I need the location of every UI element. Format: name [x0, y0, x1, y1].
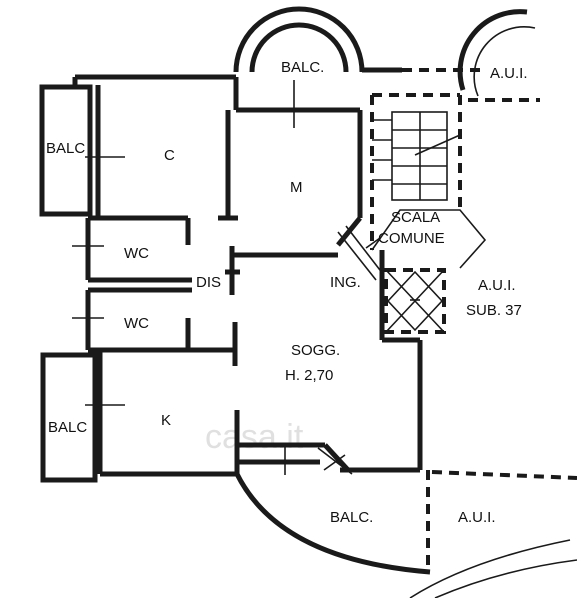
balcony-left-upper: [39, 84, 125, 217]
label-room-c: C: [164, 147, 175, 164]
common-staircase: [365, 93, 487, 269]
label-sogg-height: H. 2,70: [285, 367, 333, 384]
balcony-top-arc: [233, 6, 365, 128]
neighbour-balcony-bottom: [409, 539, 577, 598]
label-room-m: M: [290, 179, 303, 196]
watermark-text: casa.it: [205, 418, 304, 456]
label-wc-upper: WC: [124, 245, 149, 262]
label-scala-line1: SCALA: [391, 209, 440, 226]
label-room-k: K: [161, 412, 171, 429]
interior-walls: [72, 110, 338, 475]
label-ing: ING.: [330, 274, 361, 291]
neighbour-arc-top: [402, 9, 540, 102]
balcony-left-lower: [40, 352, 125, 483]
label-aui-sub-line2: SUB. 37: [466, 302, 522, 319]
balcony-bottom-arc: [234, 443, 577, 575]
outer-walls: [72, 67, 423, 477]
label-balc-top: BALC.: [281, 59, 324, 76]
label-balc-bottom: BALC.: [330, 509, 373, 526]
label-balc-left-lower: BALC: [48, 419, 87, 436]
label-aui-top: A.U.I.: [490, 65, 528, 82]
label-aui-bottom: A.U.I.: [458, 509, 496, 526]
label-balc-left-upper: BALC: [46, 140, 85, 157]
label-sogg-name: SOGG.: [291, 342, 340, 359]
label-aui-sub-line1: A.U.I.: [478, 277, 516, 294]
label-dis: DIS: [196, 274, 221, 291]
label-scala-line2: COMUNE: [378, 230, 445, 247]
lift-shaft: [384, 268, 446, 334]
entrance-door: [337, 225, 384, 281]
label-wc-lower: WC: [124, 315, 149, 332]
